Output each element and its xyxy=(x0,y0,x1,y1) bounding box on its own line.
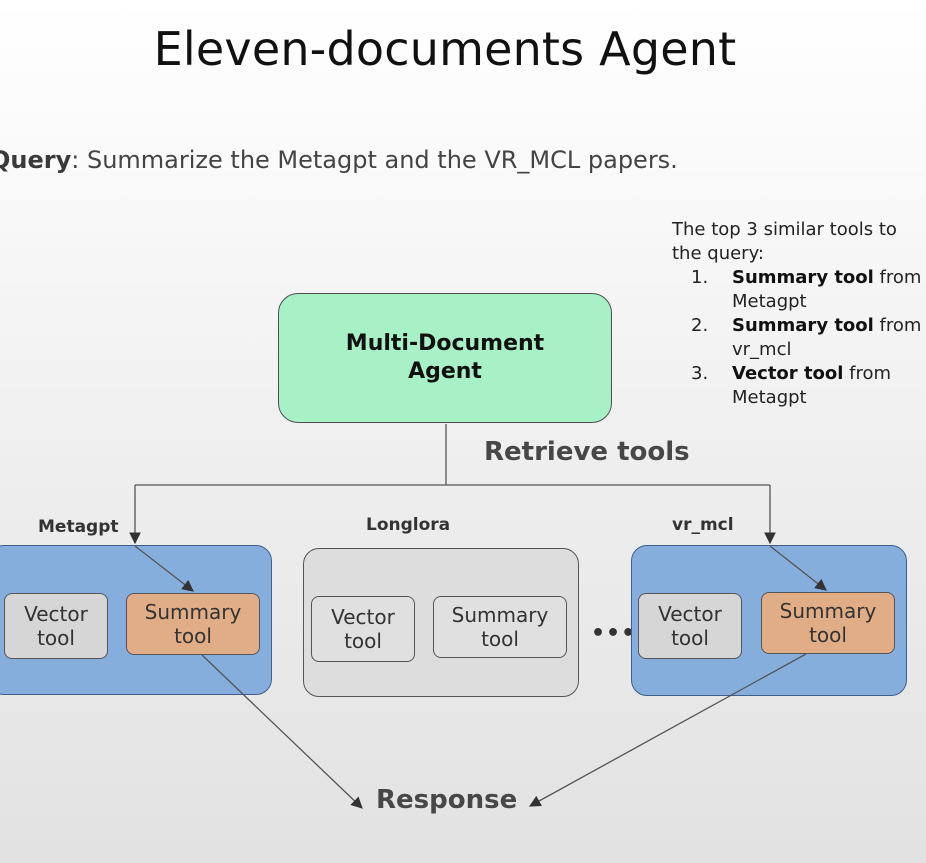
vr-mcl-vector-tool: Vector tool xyxy=(638,593,742,659)
retrieve-tools-label: Retrieve tools xyxy=(484,437,690,467)
top-tools-intro: The top 3 similar tools to the query: xyxy=(672,219,897,264)
list-item-tool: Summary tool xyxy=(732,315,874,336)
list-item-number: 2. xyxy=(691,315,709,336)
group-label-metagpt: Metagpt xyxy=(38,517,119,537)
list-item: 1. Summary tool from Metagpt xyxy=(672,266,922,314)
longlora-summary-tool: Summary tool xyxy=(433,596,567,658)
vr-mcl-summary-tool: Summary tool xyxy=(761,592,895,654)
list-item-tool: Vector tool xyxy=(732,363,844,384)
list-item: 3. Vector tool from Metagpt xyxy=(672,362,922,410)
response-label: Response xyxy=(376,785,518,815)
list-item-tool: Summary tool xyxy=(732,267,874,288)
list-item-number: 1. xyxy=(691,267,709,288)
query-label: Query xyxy=(0,146,72,174)
metagpt-summary-tool: Summary tool xyxy=(126,593,260,655)
top-tools-note: The top 3 similar tools to the query: 1.… xyxy=(672,218,922,410)
metagpt-vector-tool: Vector tool xyxy=(4,593,108,659)
top-tools-list: 1. Summary tool from Metagpt 2. Summary to… xyxy=(672,266,922,410)
query-line: Query: Summarize the Metagpt and the VR_… xyxy=(0,146,678,174)
list-item-source: from Metagpt xyxy=(732,267,922,312)
group-label-vr-mcl: vr_mcl xyxy=(672,515,734,535)
list-item-source: from Metagpt xyxy=(732,363,892,408)
list-item-source: from vr_mcl xyxy=(732,315,922,360)
list-item-number: 3. xyxy=(691,363,709,384)
more-documents-ellipsis: ••• xyxy=(591,621,637,646)
list-item: 2. Summary tool from vr_mcl xyxy=(672,314,922,362)
group-label-longlora: Longlora xyxy=(366,515,451,535)
agent-label: Multi-Document Agent xyxy=(345,331,545,384)
longlora-vector-tool: Vector tool xyxy=(311,596,415,662)
multi-document-agent-node: Multi-Document Agent xyxy=(278,293,612,423)
page-title: Eleven-documents Agent xyxy=(153,22,737,76)
query-text: : Summarize the Metagpt and the VR_MCL p… xyxy=(71,146,678,174)
